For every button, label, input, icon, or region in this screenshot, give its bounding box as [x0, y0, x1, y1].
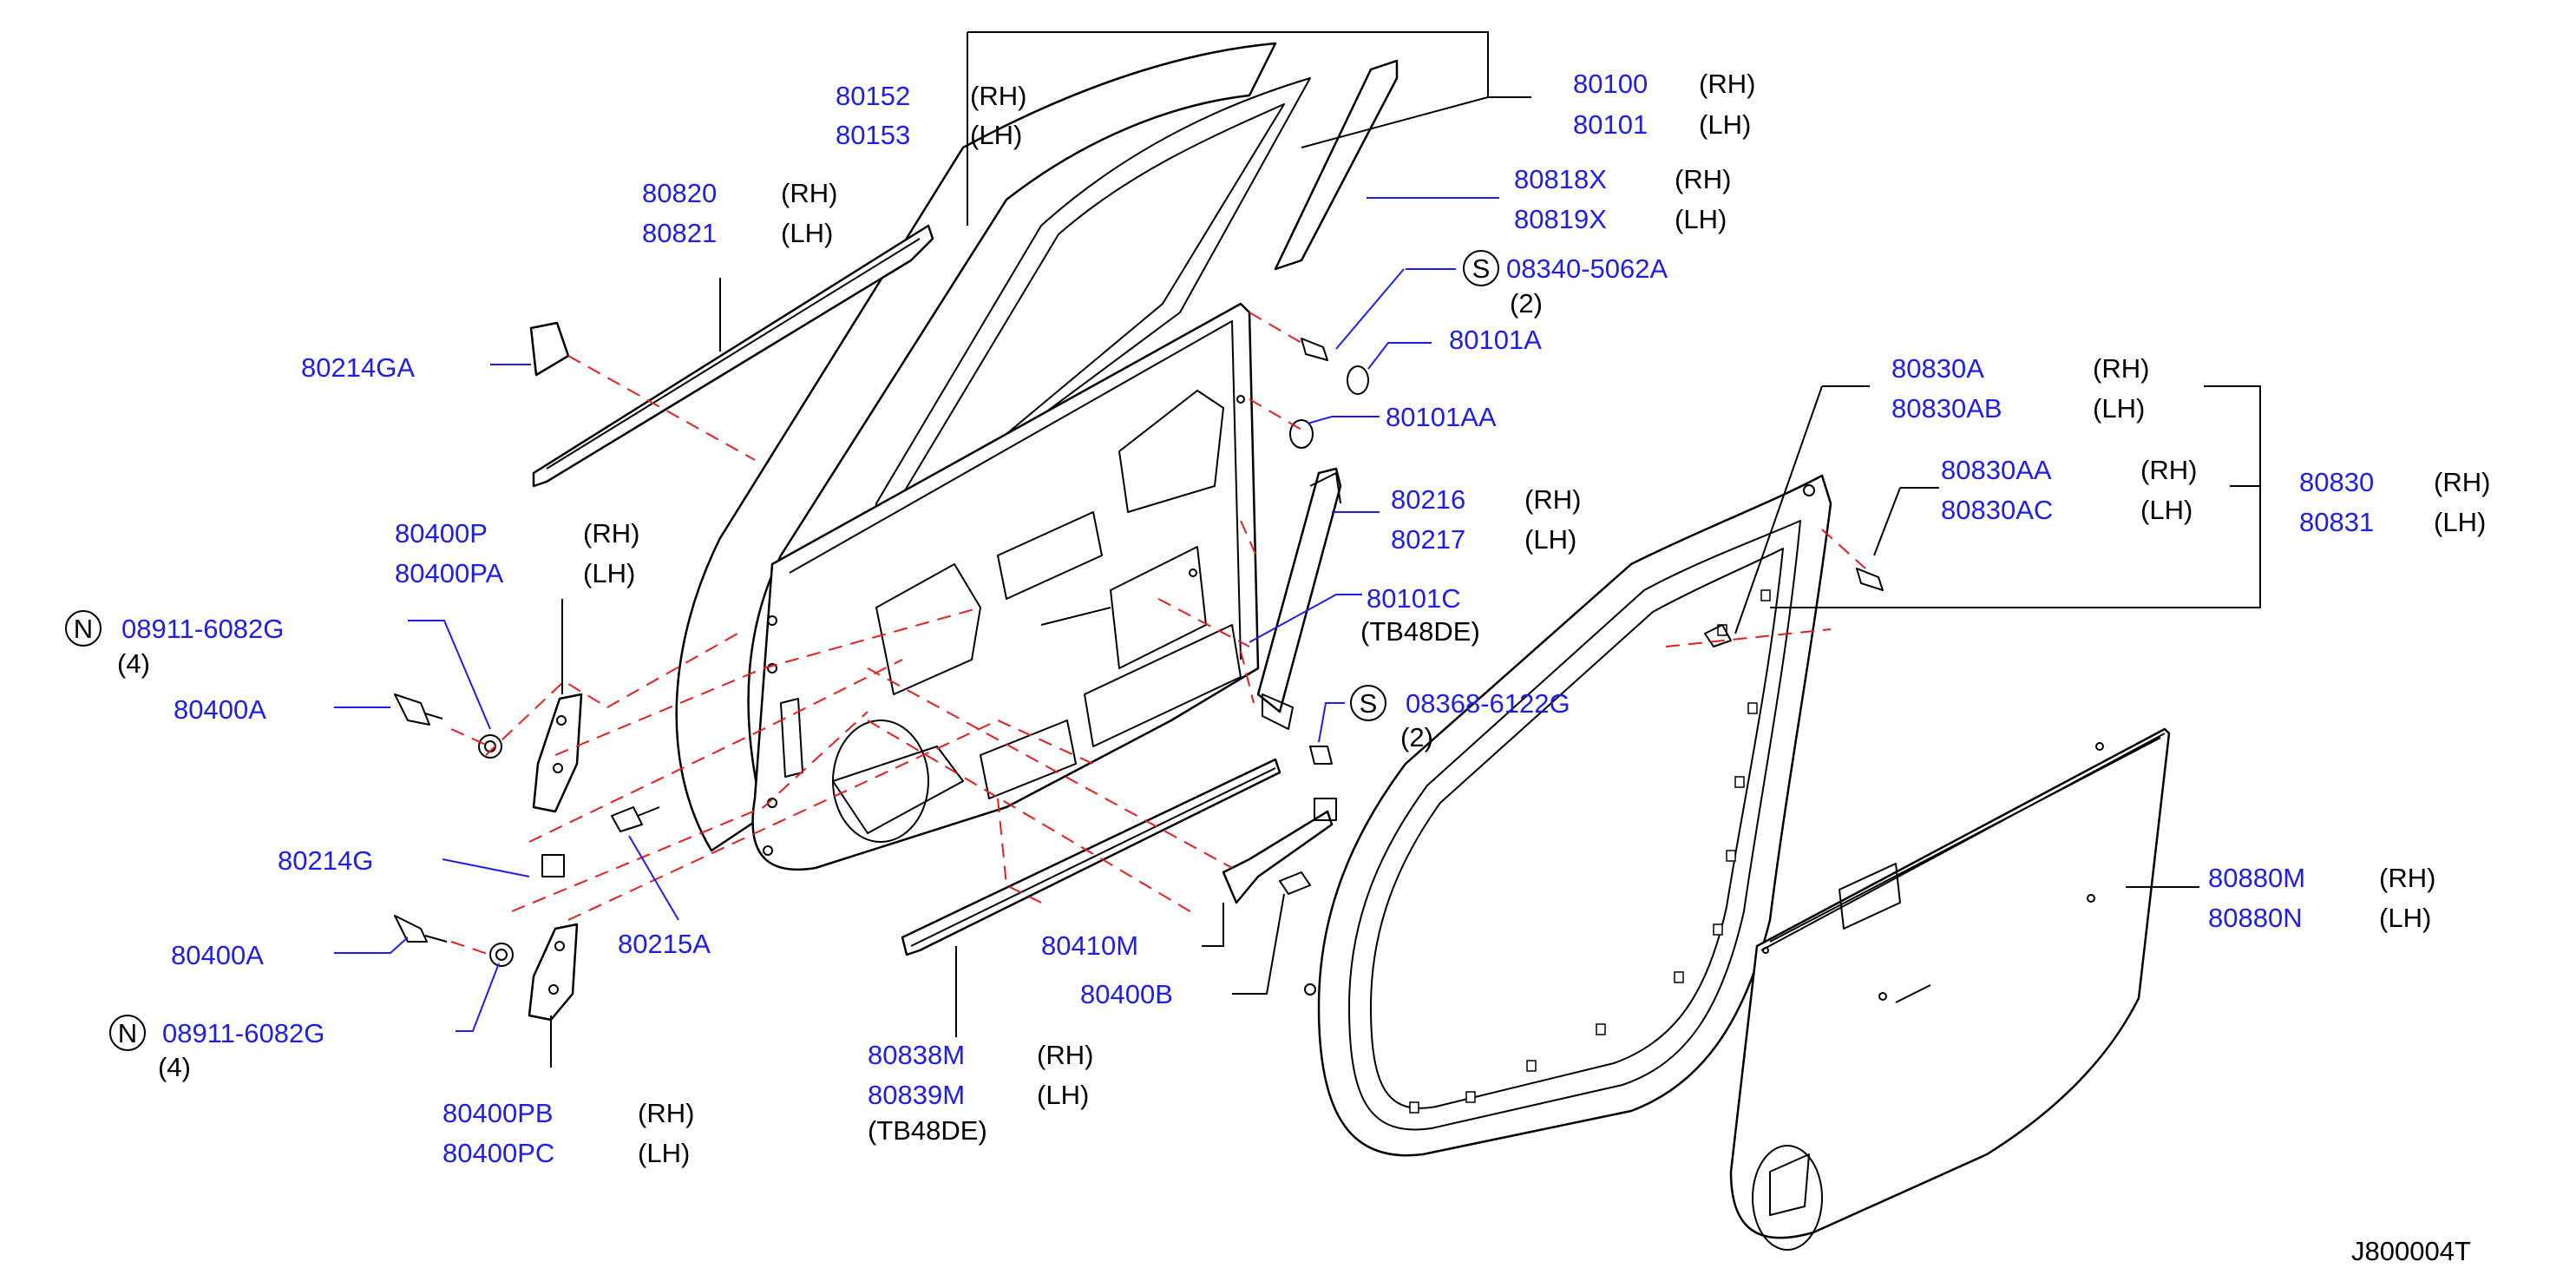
door-shell — [675, 42, 1277, 852]
s-symbol-1-text: S — [1472, 253, 1491, 284]
label-80830AC-side: (LH) — [2140, 495, 2193, 525]
label-80880N[interactable]: 80880N — [2208, 903, 2303, 933]
symbol-circles: S N S N — [65, 250, 1499, 1051]
label-80838M-side: (RH) — [1037, 1040, 1093, 1070]
door-drawing — [394, 42, 2171, 1251]
label-80101C-note: (TB48DE) — [1360, 616, 1480, 647]
n-symbol-2 — [109, 1015, 146, 1051]
label-80101A[interactable]: 80101A — [1449, 325, 1542, 355]
label-80820[interactable]: 80820 — [642, 178, 717, 208]
label-08911-6082G-2[interactable]: 08911-6082G — [162, 1018, 324, 1048]
glass-run — [1274, 59, 1399, 271]
weatherstrip-clips — [1409, 589, 1771, 1114]
n-symbol-2-text: N — [118, 1018, 137, 1048]
label-80101-side: (LH) — [1699, 109, 1751, 140]
label-80400PB-side: (RH) — [638, 1098, 694, 1128]
part-labels: 80152 (RH) 80153 (LH) 80100 (RH) 80101 (… — [117, 69, 2490, 1266]
leader-lines — [334, 31, 2261, 1068]
label-80839M[interactable]: 80839M — [868, 1080, 965, 1110]
door-seal — [1256, 467, 1342, 713]
label-80838M[interactable]: 80838M — [868, 1040, 965, 1070]
door-weatherstrip — [1317, 474, 1832, 1157]
label-80830A[interactable]: 80830A — [1891, 353, 1984, 384]
label-80153[interactable]: 80153 — [836, 120, 910, 150]
label-80216[interactable]: 80216 — [1391, 484, 1465, 515]
label-80839M-side: (LH) — [1037, 1080, 1089, 1110]
label-08911-6082G-2-qty: (4) — [158, 1052, 191, 1082]
label-80217-side: (LH) — [1524, 524, 1576, 555]
label-80400PC-side: (LH) — [638, 1138, 690, 1168]
lower-hinge — [528, 923, 579, 1022]
label-80400PB[interactable]: 80400PB — [442, 1098, 554, 1128]
label-08911-6082G-1-qty: (4) — [117, 648, 150, 679]
label-80100-side: (RH) — [1699, 69, 1755, 99]
label-80818X-side: (RH) — [1675, 164, 1731, 194]
label-80821[interactable]: 80821 — [642, 218, 717, 248]
assembly-dash-lines — [450, 312, 1866, 956]
label-80217[interactable]: 80217 — [1391, 524, 1465, 555]
upper-hinge — [532, 693, 583, 813]
label-08911-6082G-1[interactable]: 08911-6082G — [121, 614, 284, 644]
label-80400A-2[interactable]: 80400A — [171, 940, 264, 970]
label-80880M-side: (RH) — [2379, 863, 2435, 893]
label-80152-side: (RH) — [970, 81, 1026, 111]
label-80831[interactable]: 80831 — [2299, 507, 2374, 537]
label-80152[interactable]: 80152 — [836, 81, 910, 111]
label-80819X[interactable]: 80819X — [1514, 204, 1607, 234]
lower-seal — [901, 758, 1281, 956]
label-80831-side: (LH) — [2434, 507, 2486, 537]
label-80830AA-side: (RH) — [2140, 455, 2197, 485]
s-symbol-2-text: S — [1360, 688, 1378, 719]
label-80830AB[interactable]: 80830AB — [1891, 393, 2002, 424]
label-80100[interactable]: 80100 — [1573, 69, 1648, 99]
fasteners — [394, 338, 1884, 967]
label-80400PA[interactable]: 80400PA — [395, 558, 504, 588]
label-80838M-note: (TB48DE) — [868, 1115, 987, 1146]
door-check — [1222, 810, 1334, 904]
belt-moulding — [532, 224, 934, 488]
door-trim-panel — [1729, 727, 2171, 1239]
label-80400A-1[interactable]: 80400A — [174, 694, 266, 725]
label-80818X[interactable]: 80818X — [1514, 164, 1607, 194]
label-80215A[interactable]: 80215A — [618, 929, 711, 959]
label-80830A-side: (RH) — [2093, 353, 2149, 384]
label-80101[interactable]: 80101 — [1573, 109, 1648, 140]
label-80216-side: (RH) — [1524, 484, 1581, 515]
window-sash — [875, 77, 1311, 539]
label-80830AC[interactable]: 80830AC — [1941, 495, 2053, 525]
label-80830-side: (RH) — [2434, 467, 2490, 497]
label-80819X-side: (LH) — [1675, 204, 1727, 234]
s-symbol-1 — [1463, 250, 1499, 286]
label-80410M[interactable]: 80410M — [1041, 930, 1138, 961]
label-80400P[interactable]: 80400P — [395, 518, 488, 549]
s-symbol-2 — [1350, 685, 1386, 721]
n-symbol-1-text: N — [74, 614, 93, 644]
label-08368-6122G-qty: (2) — [1400, 722, 1433, 752]
pad-80214GA — [529, 321, 570, 377]
label-80830[interactable]: 80830 — [2299, 467, 2374, 497]
label-80820-side: (RH) — [781, 178, 837, 208]
label-80880N-side: (LH) — [2379, 903, 2431, 933]
label-80821-side: (LH) — [781, 218, 833, 248]
label-80830AA[interactable]: 80830AA — [1941, 455, 2052, 485]
diagram-id: J800004T — [2351, 1236, 2471, 1266]
label-80101AA[interactable]: 80101AA — [1386, 402, 1497, 432]
label-08340-5062A[interactable]: 08340-5062A — [1506, 253, 1668, 284]
label-80880M[interactable]: 80880M — [2208, 863, 2305, 893]
label-80101C[interactable]: 80101C — [1367, 583, 1461, 614]
label-08340-5062A-qty: (2) — [1510, 288, 1543, 319]
label-80214G[interactable]: 80214G — [278, 845, 373, 876]
label-80214GA[interactable]: 80214GA — [301, 352, 415, 383]
label-80830AB-side: (LH) — [2093, 393, 2145, 424]
label-80400PA-side: (LH) — [583, 558, 635, 588]
n-symbol-1 — [65, 610, 102, 647]
label-80400PC[interactable]: 80400PC — [442, 1138, 554, 1168]
label-80400B[interactable]: 80400B — [1080, 979, 1173, 1009]
label-80153-side: (LH) — [970, 120, 1022, 150]
label-80400P-side: (RH) — [583, 518, 639, 549]
label-08368-6122G[interactable]: 08368-6122G — [1406, 688, 1570, 719]
